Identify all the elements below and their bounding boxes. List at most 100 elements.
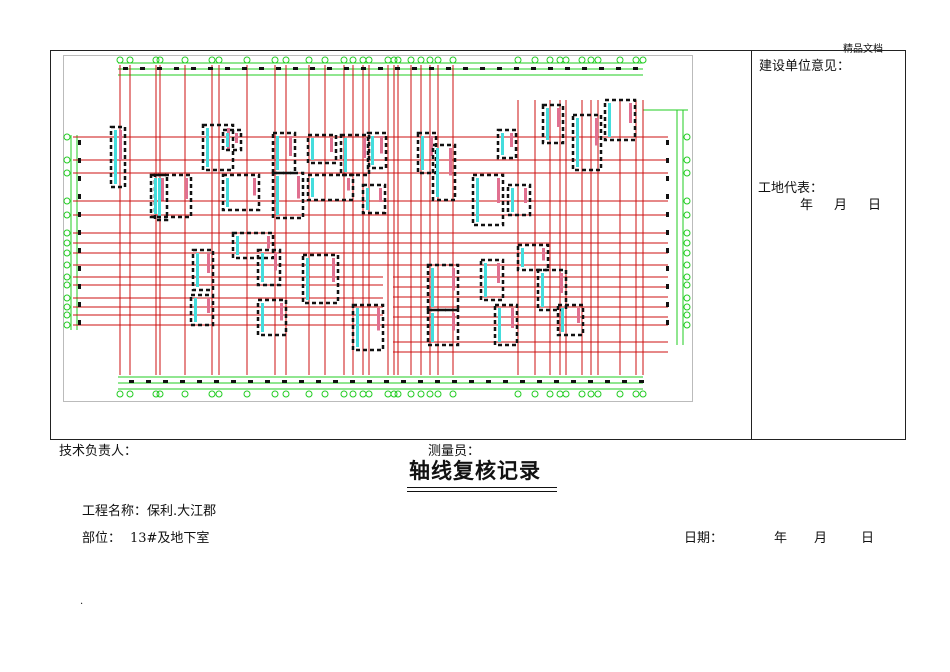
column-mark <box>497 263 500 283</box>
axis-bubble <box>116 390 124 398</box>
tick-mark <box>282 380 287 383</box>
axis-bubble <box>683 239 691 247</box>
tick-mark <box>565 67 570 70</box>
tick-mark <box>537 380 542 383</box>
column-mark <box>561 308 564 332</box>
axis-bubble <box>243 390 251 398</box>
tick-mark <box>588 380 593 383</box>
axis-bubble <box>449 390 457 398</box>
column-mark <box>377 308 380 331</box>
tick-mark <box>435 380 440 383</box>
column-mark <box>452 268 455 291</box>
column-mark <box>280 303 283 321</box>
tick-mark <box>361 67 366 70</box>
wall-outline <box>426 263 460 312</box>
tick-mark <box>429 67 434 70</box>
column-mark <box>154 178 157 214</box>
column-mark <box>363 138 366 158</box>
column-mark <box>267 236 270 249</box>
tick-mark <box>208 67 213 70</box>
column-mark <box>452 313 455 331</box>
tick-mark <box>666 266 669 271</box>
tick-mark <box>225 67 230 70</box>
axis-bubble <box>683 303 691 311</box>
axis-bubble <box>562 390 570 398</box>
axis-bubble <box>63 321 71 329</box>
tick-mark <box>129 380 134 383</box>
axis-bubble <box>271 390 279 398</box>
tick-mark <box>350 380 355 383</box>
axis-bubble <box>63 281 71 289</box>
column-mark <box>380 136 383 154</box>
rep-date-day: 日 <box>868 198 882 213</box>
wall-outline <box>366 131 388 170</box>
column-mark <box>207 253 210 273</box>
axis-bubble <box>632 56 640 64</box>
tick-mark <box>191 67 196 70</box>
wall-outline <box>221 173 261 212</box>
wall-outline <box>189 293 215 327</box>
column-mark <box>226 133 229 147</box>
column-mark <box>297 176 300 199</box>
wall-outline <box>361 183 387 215</box>
wall-outline <box>571 113 603 172</box>
wall-outline <box>339 133 371 177</box>
column-mark <box>261 303 264 332</box>
wall-outline <box>536 268 568 312</box>
date-year: 年 <box>774 531 788 546</box>
axis-bubble <box>394 56 402 64</box>
wall-outline <box>496 128 518 160</box>
tick-mark <box>146 380 151 383</box>
tick-mark <box>140 67 145 70</box>
wall-outline <box>231 231 275 260</box>
axis-bubble <box>683 273 691 281</box>
axis-bubble <box>390 56 398 64</box>
wall-outline <box>271 171 305 220</box>
tick-mark <box>344 67 349 70</box>
wall-outline <box>306 173 355 202</box>
column-mark <box>207 298 210 313</box>
axis-bubble <box>578 390 586 398</box>
axis-bubble <box>126 390 134 398</box>
column-mark <box>629 103 632 123</box>
tick-mark <box>666 230 669 235</box>
column-mark <box>311 138 314 160</box>
axis-bubble <box>616 56 624 64</box>
axis-bubble <box>616 390 624 398</box>
tick-mark <box>666 194 669 199</box>
rep-date-year: 年 <box>800 198 814 213</box>
date-label: 日期： <box>684 531 724 546</box>
date-month: 月 <box>814 531 828 546</box>
column-mark <box>185 178 188 199</box>
tick-mark <box>231 380 236 383</box>
axis-bubble <box>215 56 223 64</box>
axis-bubble <box>208 390 216 398</box>
tick-mark <box>333 380 338 383</box>
column-mark <box>344 138 347 172</box>
tick-mark <box>452 380 457 383</box>
column-mark <box>577 308 580 323</box>
axis-bubble <box>683 229 691 237</box>
tick-mark <box>78 212 81 217</box>
wall-outline <box>201 123 235 172</box>
wall-outline <box>301 253 340 305</box>
tick-mark <box>78 266 81 271</box>
axis-bubble <box>63 211 71 219</box>
tick-mark <box>463 67 468 70</box>
tick-mark <box>157 67 162 70</box>
wall-outline <box>431 143 457 202</box>
tick-mark <box>248 380 253 383</box>
axis-bubble <box>531 56 539 64</box>
tick-mark <box>666 176 669 181</box>
tick-mark <box>276 67 281 70</box>
tick-mark <box>666 248 669 253</box>
column-mark <box>276 176 279 215</box>
column-mark <box>498 308 501 342</box>
tick-mark <box>174 67 179 70</box>
column-mark <box>158 178 161 217</box>
tick-mark <box>514 67 519 70</box>
axis-bubble <box>639 390 647 398</box>
wall-outline <box>556 303 585 337</box>
tick-mark <box>78 284 81 289</box>
axis-bubble <box>683 261 691 269</box>
